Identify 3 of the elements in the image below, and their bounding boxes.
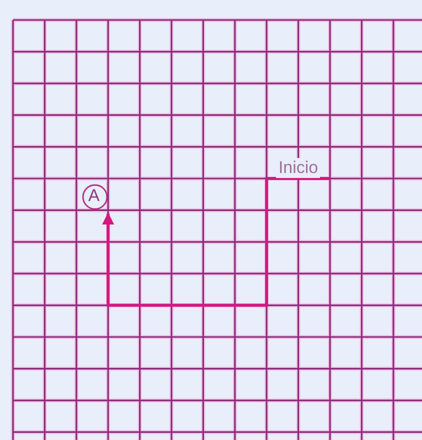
route-arrow: [102, 177, 330, 307]
start-label: Inicio: [276, 158, 320, 178]
point-label: A: [88, 186, 100, 206]
